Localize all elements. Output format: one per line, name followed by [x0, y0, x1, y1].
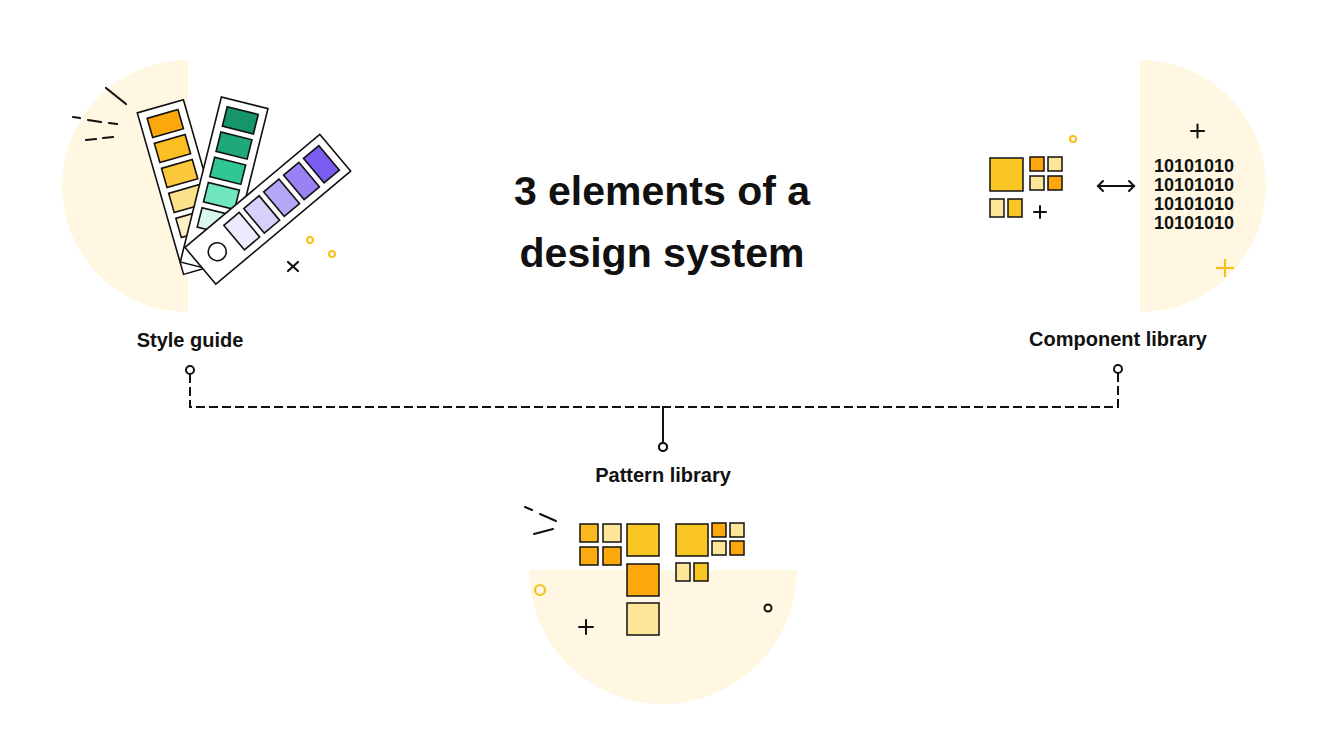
connector-end: [1114, 365, 1122, 373]
connector-end: [659, 443, 667, 451]
pattern-marks: [525, 507, 772, 634]
connector-end: [186, 366, 194, 374]
connector-end: [659, 443, 667, 451]
binary-label: 10101010: [1154, 195, 1234, 214]
element-label: Pattern library: [591, 461, 735, 489]
swatch-fan: [137, 97, 350, 284]
element-name: Style guide: [133, 326, 248, 354]
component-icon: [990, 157, 1062, 217]
binary-label: 10101010: [1154, 214, 1234, 233]
element-name: Pattern library: [591, 461, 735, 489]
element-label: Style guide: [133, 326, 248, 354]
dot: [329, 251, 335, 257]
bracket-connector: [190, 374, 663, 443]
dot: [307, 237, 313, 243]
connector-group: [659, 365, 1122, 451]
pattern-ground: [529, 570, 797, 704]
element-label: Component library: [1025, 325, 1211, 353]
connector-group: [186, 366, 667, 451]
binary-label: 10101010: [1154, 157, 1234, 176]
diagram-title: 3 elements of a design system: [462, 160, 862, 284]
pattern-icon: [580, 523, 744, 635]
binary-label: 10101010: [1154, 176, 1234, 195]
element-name: Component library: [1025, 325, 1211, 353]
component-ground: [1140, 60, 1266, 312]
bracket-connector: [663, 373, 1118, 443]
